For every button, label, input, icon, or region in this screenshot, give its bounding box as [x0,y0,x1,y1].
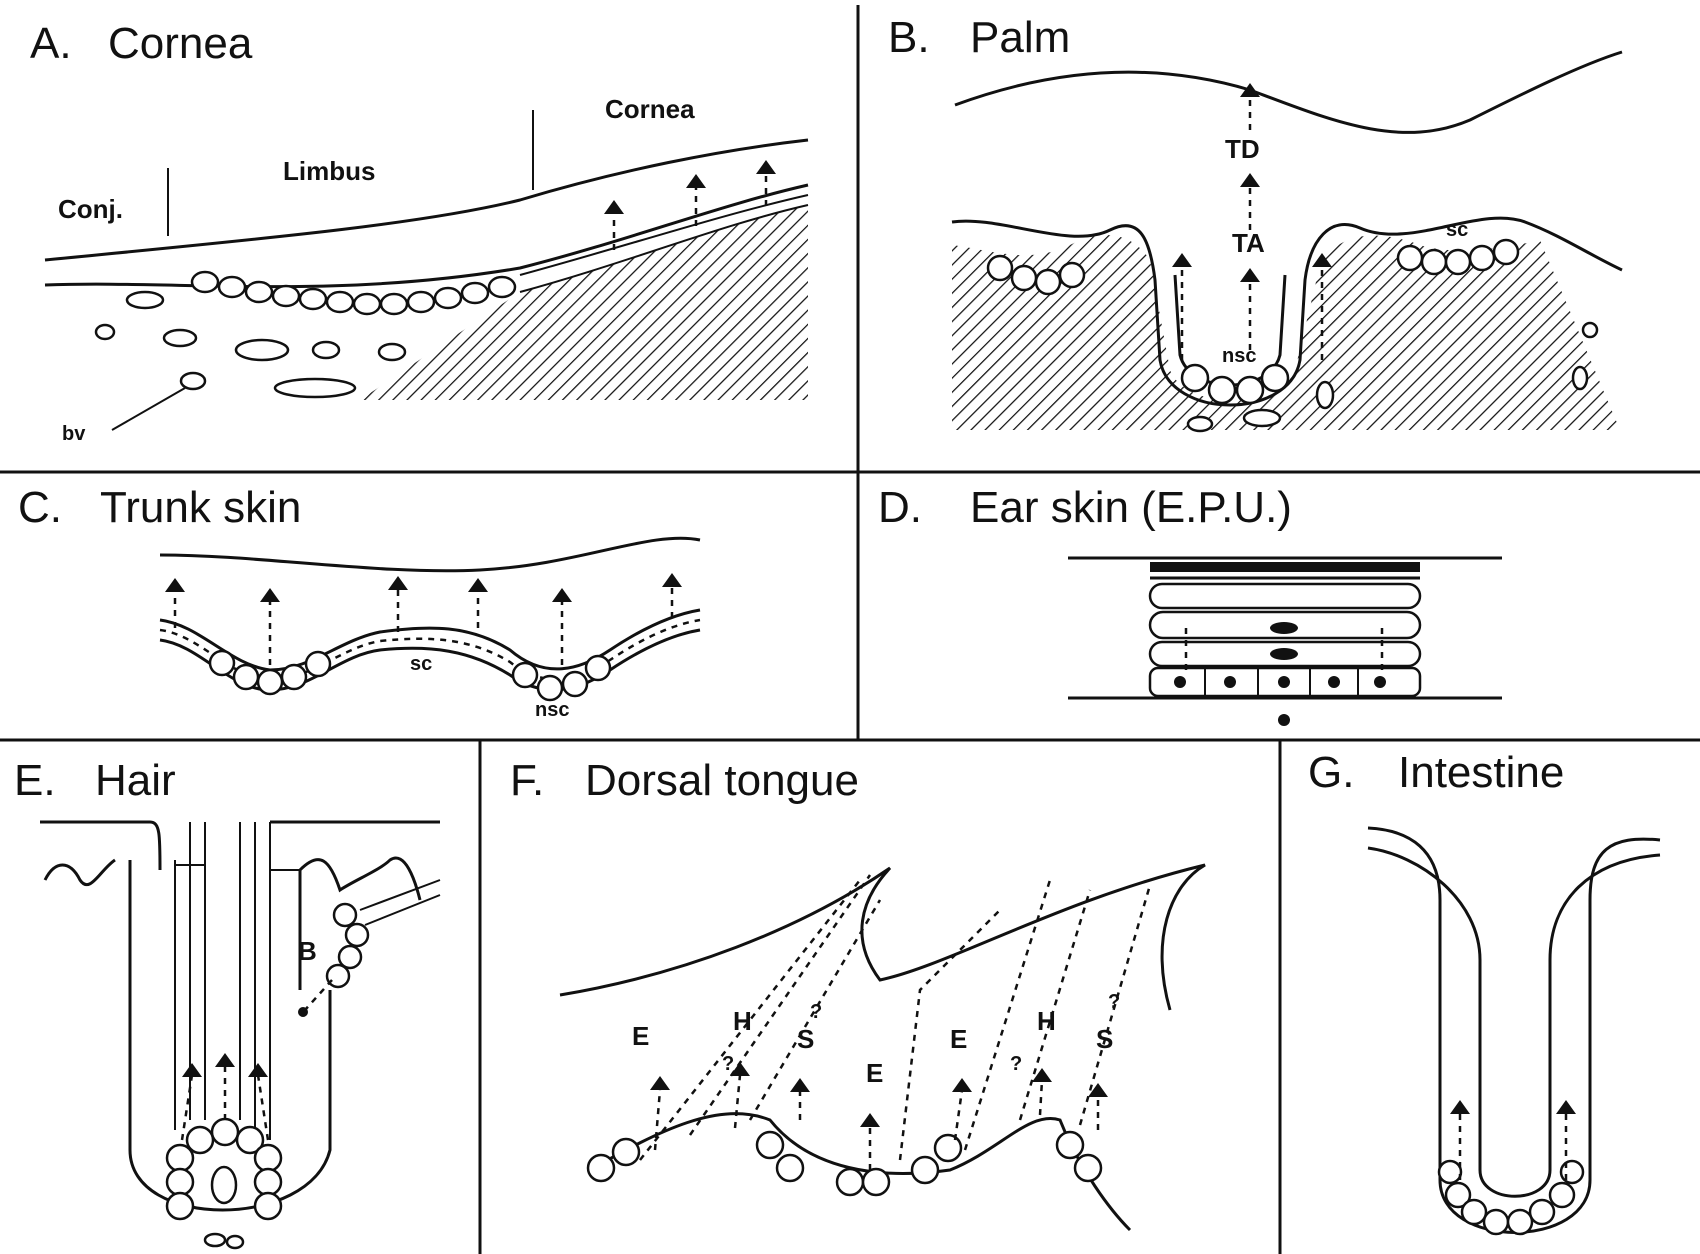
panel-g-intestine: G. Intestine [1308,748,1660,1234]
label-s-1: S [797,1024,814,1054]
panel-f-title: Dorsal tongue [585,756,859,805]
epu-stacked-cells [1150,584,1420,696]
label-nsc-palm: nsc [1222,345,1256,367]
label-ta: TA [1232,228,1265,258]
tongue-boundary-lines [640,875,1150,1160]
trunk-arrows [165,573,682,665]
tongue-basal-cells [588,1132,1101,1195]
panel-a-letter: A. [30,19,72,68]
label-sc-palm: sc [1446,219,1468,241]
label-nsc-trunk: nsc [535,699,569,721]
panel-c-letter: C. [18,483,62,532]
bulge-cells [327,904,368,987]
panel-c-trunk-skin: C. Trunk skin sc nsc [18,483,700,721]
label-h-2: H [1037,1006,1056,1036]
label-limbus: Limbus [283,156,375,186]
label-e-2: E [866,1058,883,1088]
panel-g-title: Intestine [1398,748,1564,797]
label-question-4: ? [1010,1053,1022,1075]
label-h-1: H [733,1006,752,1036]
limbal-basal-cells [192,272,515,314]
label-cornea: Cornea [605,94,695,124]
label-e-3: E [950,1024,967,1054]
panel-g-letter: G. [1308,748,1354,797]
panel-a-cornea: A. Cornea Cornea Limbus Conj. bv [30,19,808,445]
panel-b-letter: B. [888,13,930,62]
panel-e-letter: E. [14,756,56,805]
panel-b-palm: B. Palm TD TA nsc sc [888,13,1622,431]
panel-a-title: Cornea [108,19,253,68]
panel-e-hair: E. Hair B [14,756,440,1248]
panel-f-letter: F. [510,756,544,805]
label-td: TD [1225,134,1260,164]
label-bv: bv [62,423,86,445]
panel-d-title: Ear skin (E.P.U.) [970,483,1292,532]
intestine-arrows [1450,1100,1576,1180]
panel-e-title: Hair [95,756,176,805]
panel-f-dorsal-tongue: F. Dorsal tongue E [510,756,1205,1230]
label-question-3: ? [1108,991,1120,1013]
panel-d-letter: D. [878,483,922,532]
label-bulge: B [298,936,317,966]
panel-c-title: Trunk skin [100,483,301,532]
label-question-2: ? [722,1053,734,1075]
panel-d-ear-skin: D. Ear skin (E.P.U.) [878,483,1502,726]
label-conj: Conj. [58,194,123,224]
label-s-2: S [1096,1024,1113,1054]
label-e-1: E [632,1021,649,1051]
panel-b-title: Palm [970,13,1070,62]
label-question-1: ? [810,1001,822,1023]
matrix-cells [167,1119,281,1248]
label-sc-trunk: sc [410,653,432,675]
